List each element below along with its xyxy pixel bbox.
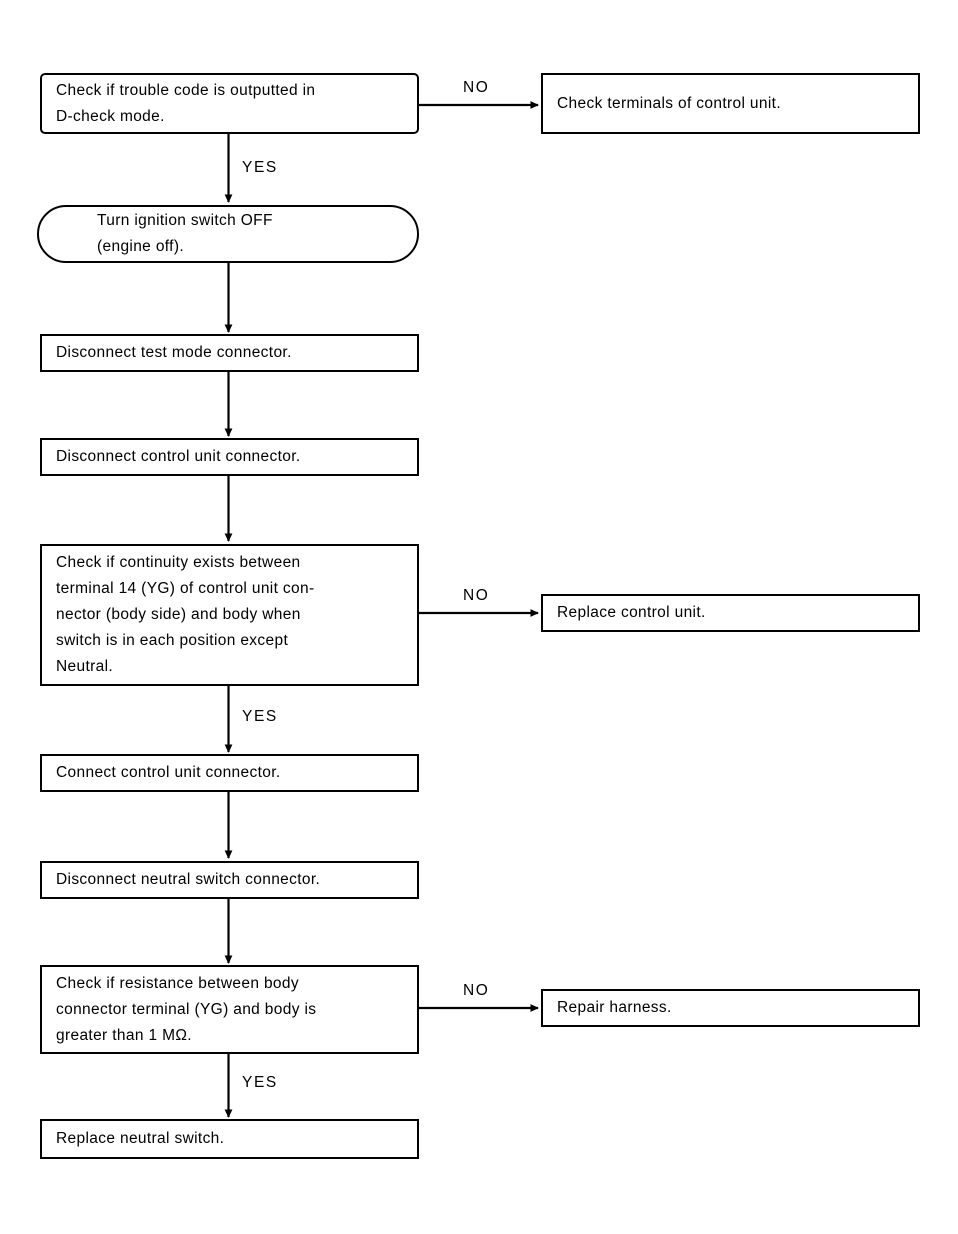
edge-label-yes-3: YES [242,1074,278,1091]
node-check-terminals-of-control-unit[interactable]: Check terminals of control unit. [541,73,920,134]
node-replace-neutral-switch[interactable]: Replace neutral switch. [40,1119,419,1159]
node-check-continuity[interactable]: Check if continuity exists between termi… [40,544,419,686]
node-connect-control-unit-connector[interactable]: Connect control unit connector. [40,754,419,792]
edge-label-yes-2: YES [242,708,278,725]
node-disconnect-control-unit-connector[interactable]: Disconnect control unit connector. [40,438,419,476]
node-turn-ignition-switch-off[interactable]: Turn ignition switch OFF (engine off). [37,205,419,263]
node-disconnect-neutral-switch-connector[interactable]: Disconnect neutral switch connector. [40,861,419,899]
node-replace-control-unit[interactable]: Replace control unit. [541,594,920,632]
node-check-trouble-code[interactable]: Check if trouble code is outputted in D-… [40,73,419,134]
edge-label-no-1: NO [463,79,490,96]
node-check-resistance[interactable]: Check if resistance between body connect… [40,965,419,1054]
node-disconnect-test-mode-connector[interactable]: Disconnect test mode connector. [40,334,419,372]
node-repair-harness[interactable]: Repair harness. [541,989,920,1027]
edge-label-no-2: NO [463,587,490,604]
edge-label-no-3: NO [463,982,490,999]
edge-label-yes-1: YES [242,159,278,176]
